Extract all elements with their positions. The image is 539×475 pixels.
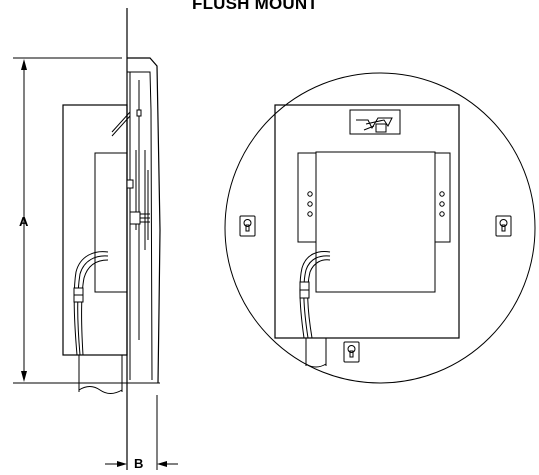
dimension-a-label: A <box>19 214 29 229</box>
front-conduit <box>305 338 327 368</box>
front-bezel-profile <box>111 57 161 384</box>
keyhole-left <box>239 215 256 237</box>
conduit-pipe <box>78 355 123 394</box>
wall-plate-circle <box>224 72 536 384</box>
dimension-b <box>105 395 178 470</box>
bracket-holes <box>307 191 445 217</box>
side-view <box>13 8 178 470</box>
internal-module <box>94 152 127 293</box>
dimension-a <box>13 57 160 384</box>
dimension-b-label: B <box>134 456 144 471</box>
wire-harness <box>73 251 109 356</box>
inner-module <box>315 151 436 293</box>
keyhole-bottom <box>343 341 360 363</box>
front-back-box <box>274 104 460 339</box>
front-wire-harness <box>299 251 331 339</box>
page-title: FLUSH MOUNT <box>192 0 318 13</box>
back-box <box>62 104 128 356</box>
keyhole-right <box>495 215 512 237</box>
top-clamp <box>349 109 401 135</box>
front-view <box>224 72 536 384</box>
